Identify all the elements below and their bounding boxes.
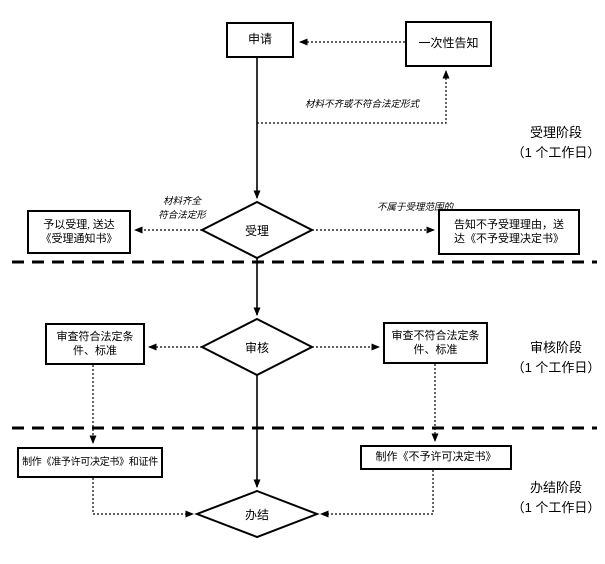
edge-label-complete: 材料齐全 符合法定形	[158, 197, 206, 221]
stage-label-finish: 办结阶段 （1 个工作日）	[511, 480, 601, 515]
one-time-notice-label: 一次性告知	[418, 36, 479, 51]
review-pass-line1: 审查符合法定条	[56, 330, 134, 343]
stage-label-review: 审核阶段 （1 个工作日）	[511, 340, 601, 375]
accept-no-line1: 告知不予受理理由，送	[454, 218, 564, 231]
review-fail-box: 审查不符合法定条 件、标准	[383, 322, 488, 364]
make-deny-label: 制作《不予许可决定书》	[375, 451, 497, 464]
accept-yes-line2: 《受理通知书》	[40, 233, 118, 245]
review-pass-box: 审查符合法定条 件、标准	[45, 323, 145, 365]
review-pass-line2: 件、标准	[73, 345, 117, 357]
apply-label: 申请	[247, 32, 272, 47]
edge-label-out-of-scope: 不属于受理范围的	[376, 203, 453, 213]
make-permit-label: 制作《准予许可决定书》和证件	[22, 457, 158, 468]
edge-incomplete-to-notice	[257, 70, 450, 124]
accept-yes-line1: 予以受理, 送达	[43, 218, 115, 231]
accept-no-line2: 达《不予受理决定书》	[454, 233, 564, 245]
one-time-notice-box: 一次性告知	[405, 21, 492, 67]
review-decision-label: 审核	[244, 340, 269, 355]
review-fail-line2: 件、标准	[413, 344, 458, 356]
make-deny-box: 制作《不予许可决定书》	[360, 445, 512, 470]
review-fail-line1: 审查不符合法定条	[391, 329, 480, 342]
edge-label-incomplete: 材料不齐或不符合法定形式	[304, 100, 419, 110]
stage-label-accept: 受理阶段 （1 个工作日）	[511, 125, 601, 160]
finish-label: 办结	[244, 507, 269, 522]
edge-makedeny-to-finish	[320, 470, 434, 518]
edge-makepermit-to-finish	[92, 478, 194, 518]
make-permit-box: 制作《准予许可决定书》和证件	[17, 447, 163, 478]
accept-yes-box: 予以受理, 送达 《受理通知书》	[27, 210, 131, 254]
apply-box: 申请	[226, 22, 294, 58]
accept-no-box: 告知不予受理理由，送 达《不予受理决定书》	[438, 209, 580, 255]
accept-decision-label: 受理	[244, 223, 269, 238]
finish-diamond	[194, 489, 320, 539]
